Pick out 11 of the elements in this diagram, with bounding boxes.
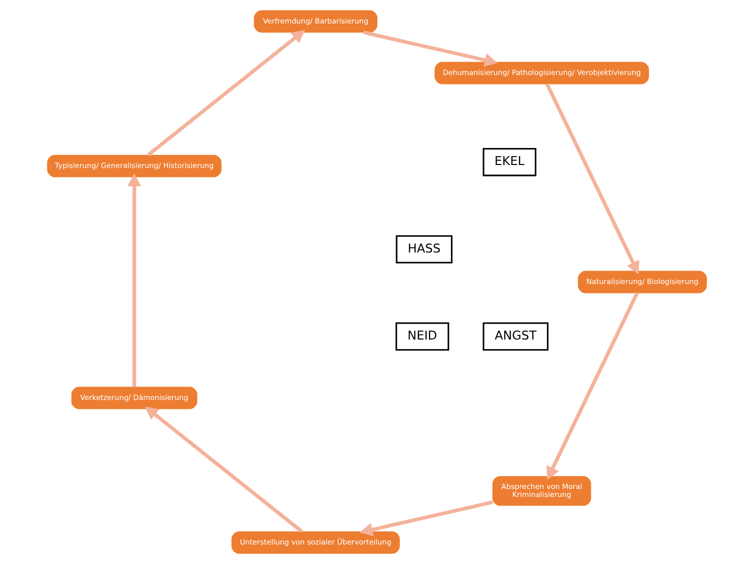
- arrow: [127, 173, 141, 387]
- arrow: [362, 30, 498, 67]
- arrow: [359, 500, 493, 536]
- node-box: ANGST: [482, 322, 548, 351]
- arrow: [546, 292, 638, 480]
- arrow: [544, 83, 639, 274]
- node-box: HASS: [395, 235, 452, 264]
- node-box: NEID: [395, 322, 449, 351]
- arrow: [144, 406, 302, 533]
- node-box: EKEL: [482, 148, 536, 176]
- arrow: [146, 30, 304, 156]
